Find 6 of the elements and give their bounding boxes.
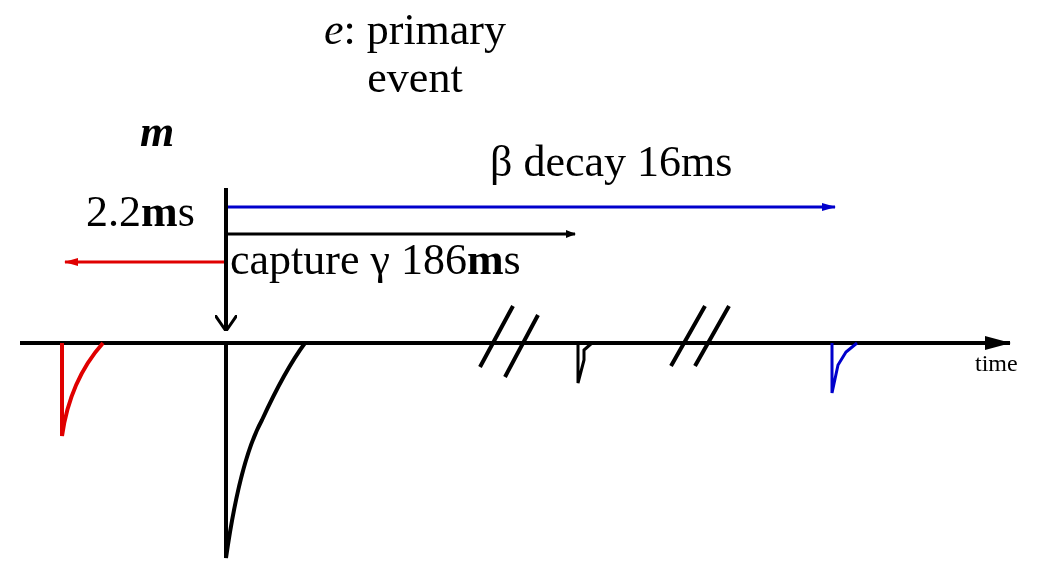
capture-time-label: capture γ 186ms <box>230 236 521 285</box>
event-label: e: primary event <box>322 6 507 103</box>
symbol-label: m <box>140 108 175 157</box>
decay-time-label: β decay 16ms <box>490 138 733 187</box>
lifetime-label: 2.2ms <box>86 188 195 237</box>
axis-label: time <box>975 350 1018 377</box>
